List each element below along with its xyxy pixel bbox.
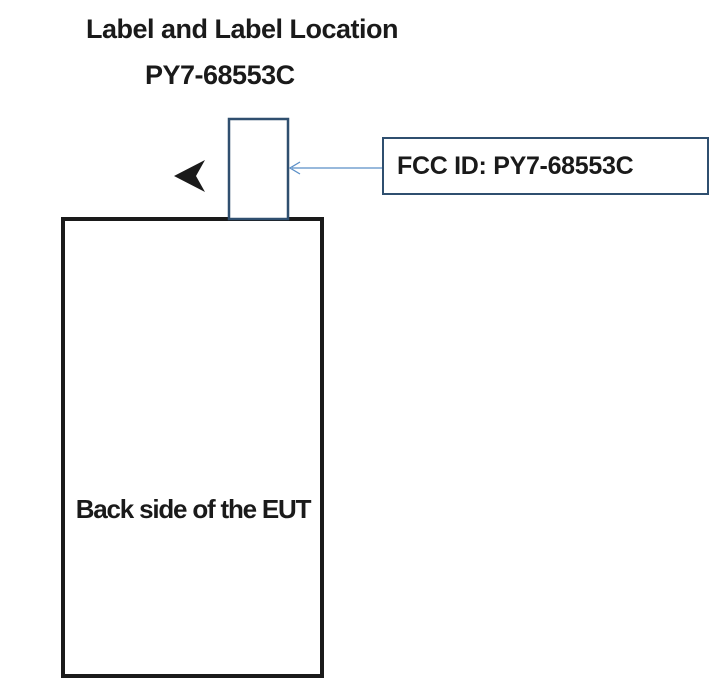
device-side-label: Back side of the EUT <box>75 494 312 524</box>
fcc-id-text: FCC ID: PY7-68553C <box>397 151 634 180</box>
fcc-id-callout: FCC ID: PY7-68553C <box>382 137 709 195</box>
diagram-subtitle: PY7-68553C <box>145 60 295 90</box>
label-location-box <box>227 117 290 221</box>
device-outline <box>61 217 324 678</box>
leader-arrowhead-icon <box>288 161 301 175</box>
diagram-title: Label and Label Location <box>86 14 399 44</box>
pointer-arrowhead-icon <box>174 160 205 192</box>
